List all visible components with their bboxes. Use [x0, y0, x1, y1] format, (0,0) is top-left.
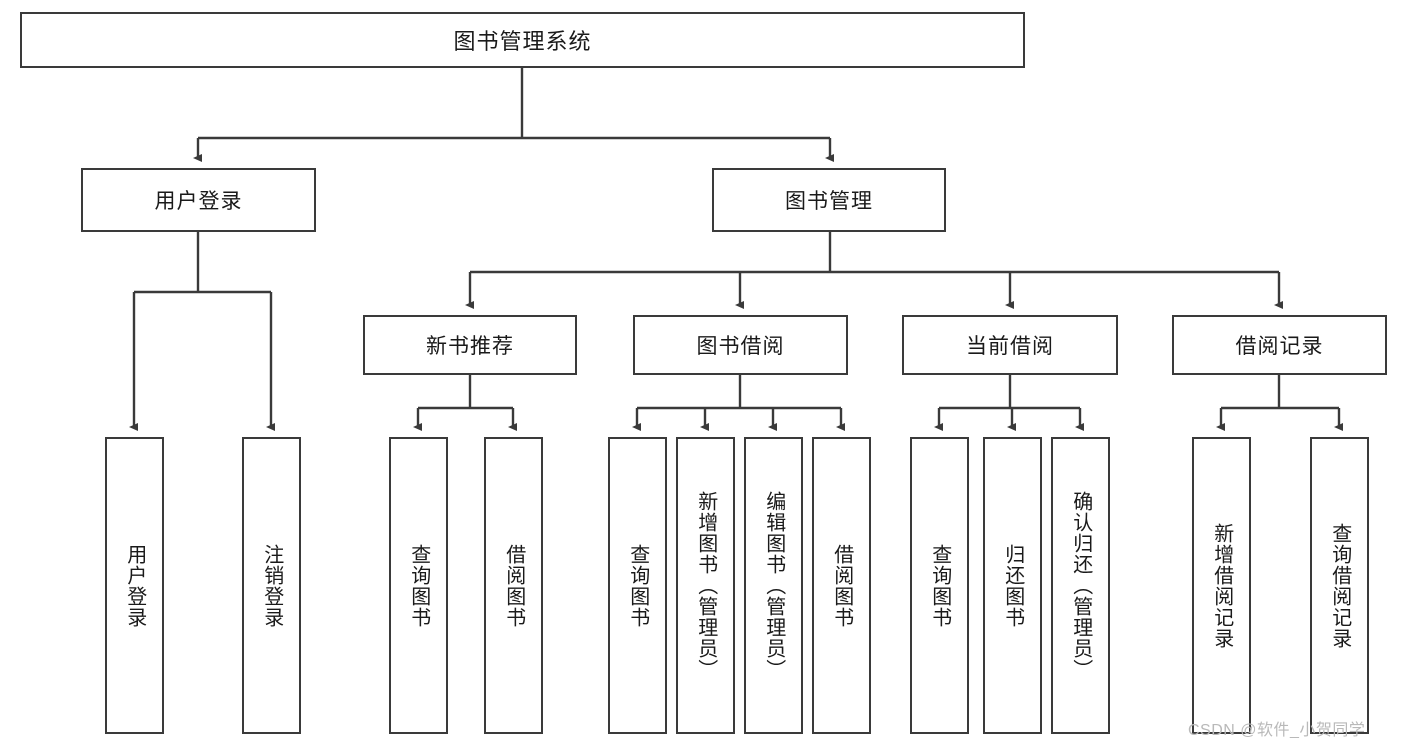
node-leaf-edit-book-label: 编辑图书（管理员）: [762, 491, 785, 680]
node-leaf-query-book-1-label: 查询图书: [407, 543, 430, 628]
node-leaf-return-book[interactable]: 归还图书: [983, 437, 1042, 734]
node-leaf-confirm-return-label: 确认归还（管理员）: [1069, 491, 1092, 680]
node-leaf-borrow-book-1-label: 借阅图书: [502, 543, 525, 628]
node-root-label: 图书管理系统: [453, 29, 592, 54]
node-borrow-record-label: 借阅记录: [1235, 335, 1324, 358]
node-current-borrow[interactable]: 当前借阅: [902, 315, 1118, 375]
node-root[interactable]: 图书管理系统: [20, 12, 1025, 68]
node-leaf-query-record[interactable]: 查询借阅记录: [1310, 437, 1369, 734]
node-leaf-query-record-label: 查询借阅记录: [1328, 522, 1351, 649]
node-leaf-add-book[interactable]: 新增图书（管理员）: [676, 437, 735, 734]
node-current-borrow-label: 当前借阅: [966, 335, 1054, 358]
node-leaf-query-book-3-label: 查询图书: [928, 543, 951, 628]
node-leaf-user-login-label: 用户登录: [123, 543, 146, 628]
node-leaf-query-book-3[interactable]: 查询图书: [910, 437, 969, 734]
node-user-login-label: 用户登录: [154, 190, 243, 213]
node-leaf-borrow-book-1[interactable]: 借阅图书: [484, 437, 543, 734]
csdn-watermark: CSDN @软件_小贺同学: [1188, 722, 1366, 739]
node-leaf-user-login[interactable]: 用户登录: [105, 437, 164, 734]
node-user-login[interactable]: 用户登录: [81, 168, 316, 232]
node-leaf-user-logout[interactable]: 注销登录: [242, 437, 301, 734]
node-book-manage-label: 图书管理: [785, 190, 873, 213]
node-borrow-record[interactable]: 借阅记录: [1172, 315, 1387, 375]
node-leaf-add-record-label: 新增借阅记录: [1210, 522, 1233, 649]
node-leaf-confirm-return[interactable]: 确认归还（管理员）: [1051, 437, 1110, 734]
node-leaf-query-book-2-label: 查询图书: [626, 543, 649, 628]
node-leaf-add-record[interactable]: 新增借阅记录: [1192, 437, 1251, 734]
node-leaf-query-book-2[interactable]: 查询图书: [608, 437, 667, 734]
node-book-manage[interactable]: 图书管理: [712, 168, 946, 232]
node-leaf-borrow-book-2-label: 借阅图书: [830, 543, 853, 628]
node-leaf-borrow-book-2[interactable]: 借阅图书: [812, 437, 871, 734]
node-leaf-add-book-label: 新增图书（管理员）: [694, 491, 717, 680]
node-new-book-recommend[interactable]: 新书推荐: [363, 315, 577, 375]
node-leaf-query-book-1[interactable]: 查询图书: [389, 437, 448, 734]
node-leaf-user-logout-label: 注销登录: [260, 543, 283, 628]
node-leaf-return-book-label: 归还图书: [1001, 543, 1024, 628]
node-book-borrow-label: 图书借阅: [696, 335, 785, 358]
node-book-borrow[interactable]: 图书借阅: [633, 315, 848, 375]
node-leaf-edit-book[interactable]: 编辑图书（管理员）: [744, 437, 803, 734]
node-new-book-recommend-label: 新书推荐: [426, 335, 514, 358]
